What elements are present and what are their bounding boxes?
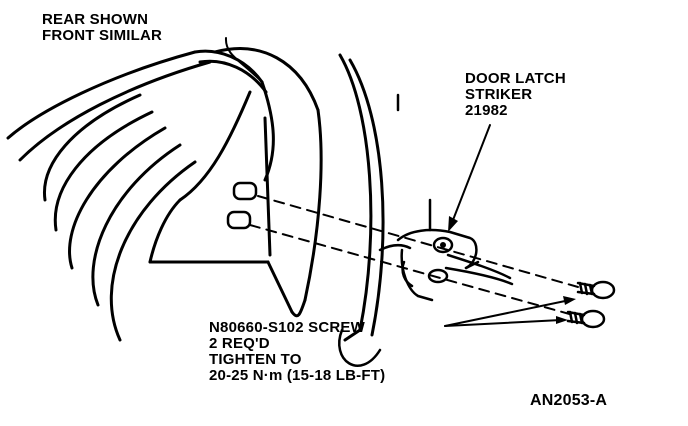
striker-part-number: 21982 bbox=[465, 102, 508, 119]
screw-torque-heading: TIGHTEN TO bbox=[209, 351, 302, 368]
screw-part-number: N80660-S102 SCREW bbox=[209, 319, 365, 336]
screw-label: N80660-S102 SCREW 2 REQ'D TIGHTEN TO 20-… bbox=[209, 320, 385, 384]
striker-label-line-1: DOOR LATCH bbox=[465, 70, 566, 87]
screw-upper bbox=[576, 280, 616, 300]
screw-arrowhead-lower bbox=[556, 316, 568, 324]
door-latch-striker bbox=[378, 228, 514, 302]
screw-lower bbox=[566, 309, 606, 329]
screw-arrowhead-upper bbox=[563, 296, 576, 305]
view-note-line-2: FRONT SIMILAR bbox=[42, 27, 163, 44]
screw-torque-value: 20-25 N·m (15-18 LB-FT) bbox=[209, 367, 386, 384]
door-pillar-outline bbox=[6, 47, 323, 342]
figure-code: AN2053-A bbox=[530, 392, 608, 409]
seal-flange bbox=[338, 93, 432, 367]
alignment-lines bbox=[249, 195, 579, 316]
striker-label: DOOR LATCH STRIKER 21982 bbox=[465, 71, 566, 119]
pillar-inner-panel bbox=[263, 53, 385, 342]
screw-hole-upper bbox=[232, 181, 258, 201]
leader-lines bbox=[224, 37, 571, 327]
view-note-line-1: REAR SHOWN bbox=[42, 11, 149, 28]
striker-arrowhead bbox=[448, 216, 458, 232]
view-note-label: REAR SHOWN FRONT SIMILAR bbox=[42, 12, 162, 44]
screw-hole-lower bbox=[226, 210, 252, 230]
striker-label-line-2: STRIKER bbox=[465, 86, 533, 103]
screw-quantity: 2 REQ'D bbox=[209, 335, 270, 352]
